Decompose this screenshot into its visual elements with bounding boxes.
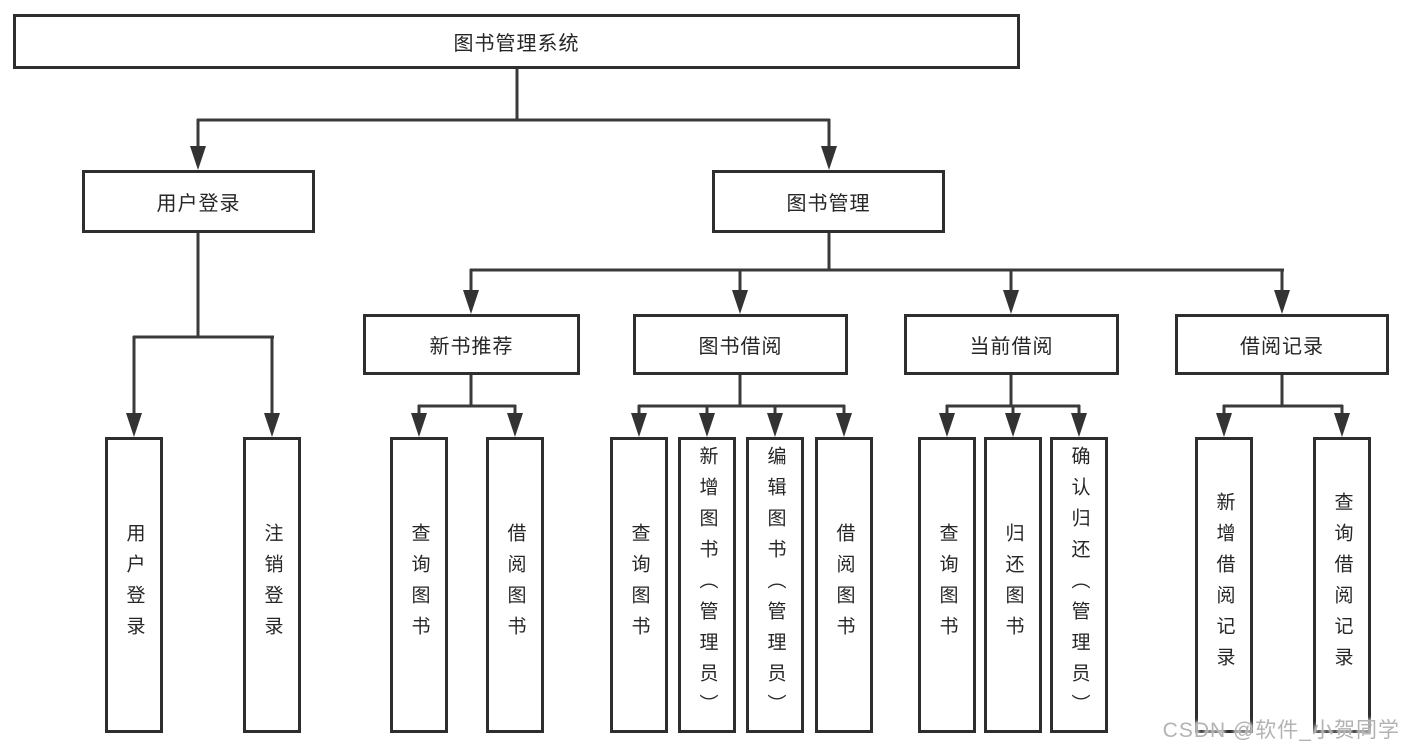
leaf-query-books-current: 查询图书 [918,437,976,733]
leaf-label: 确认归还（管理员） [1068,445,1090,725]
leaf-logout: 注销登录 [243,437,301,733]
csdn-watermark: CSDN @软件_小贺同学 [1162,719,1400,742]
node-user-login: 用户登录 [82,170,315,233]
leaf-label: 编辑图书（管理员） [764,445,786,725]
leaf-label: 新增图书（管理员） [696,445,718,725]
leaf-label: 归还图书 [1002,523,1024,647]
leaf-query-borrow-record: 查询借阅记录 [1313,437,1371,733]
node-label: 图书管理系统 [453,33,580,55]
node-label: 借阅记录 [1240,336,1324,358]
node-current-borrowing: 当前借阅 [904,314,1119,375]
node-new-book-recommend: 新书推荐 [363,314,580,375]
leaf-borrow-books: 借阅图书 [815,437,873,733]
leaf-user-login: 用户登录 [105,437,163,733]
node-label: 用户登录 [156,193,241,215]
leaf-label: 注销登录 [261,523,283,647]
node-label: 新书推荐 [429,336,514,358]
leaf-confirm-return-admin: 确认归还（管理员） [1050,437,1108,733]
leaf-add-borrow-record: 新增借阅记录 [1195,437,1253,733]
leaf-label: 用户登录 [123,523,145,647]
node-book-borrowing: 图书借阅 [633,314,848,375]
node-borrowing-records: 借阅记录 [1175,314,1389,375]
node-library-management-system: 图书管理系统 [13,14,1020,69]
leaf-label: 查询图书 [628,523,650,647]
leaf-add-book-admin: 新增图书（管理员） [678,437,736,733]
leaf-label: 新增借阅记录 [1213,492,1235,678]
leaf-label: 查询借阅记录 [1331,492,1353,678]
node-book-management: 图书管理 [712,170,945,233]
leaf-query-books-borrow: 查询图书 [610,437,668,733]
leaf-label: 借阅图书 [504,523,526,647]
leaf-query-books-recommend: 查询图书 [390,437,448,733]
leaf-label: 查询图书 [936,523,958,647]
leaf-borrow-books-recommend: 借阅图书 [486,437,544,733]
node-label: 图书借阅 [698,336,783,358]
leaf-label: 借阅图书 [833,523,855,647]
node-label: 图书管理 [786,193,871,215]
leaf-return-books: 归还图书 [984,437,1042,733]
leaf-label: 查询图书 [408,523,430,647]
node-label: 当前借阅 [969,336,1054,358]
leaf-edit-book-admin: 编辑图书（管理员） [746,437,804,733]
